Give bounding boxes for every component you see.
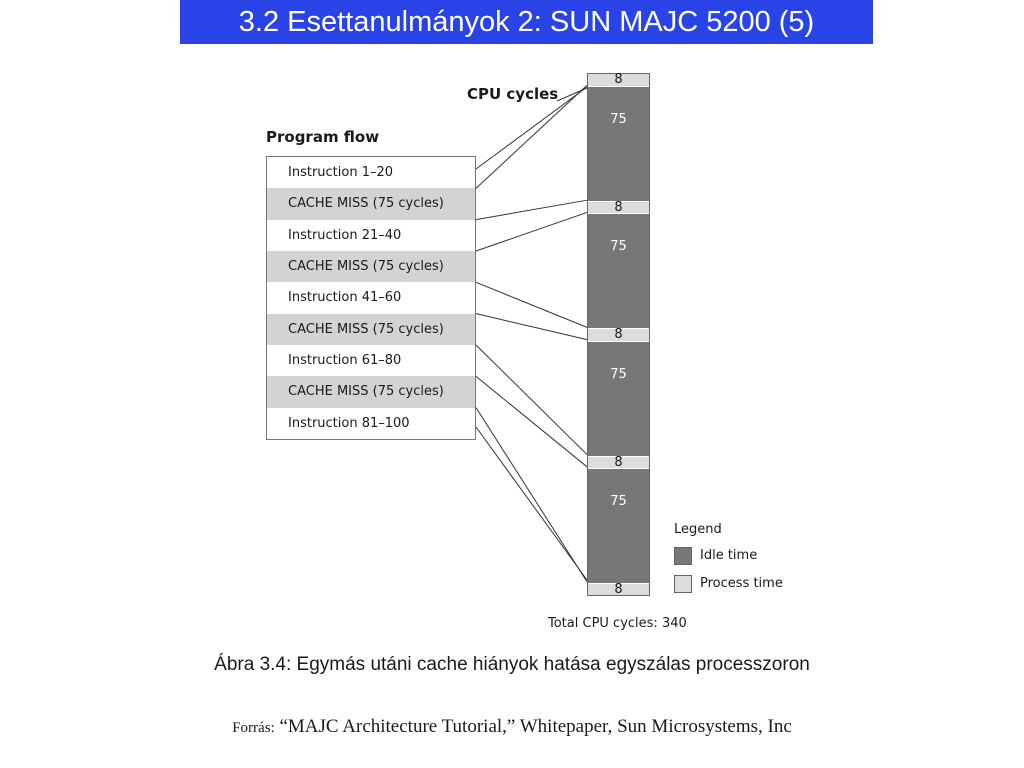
flow-row-instruction: Instruction 61–80 [288,352,402,368]
cpu-segment-process: 8 [588,328,649,341]
connector-line [475,313,588,341]
cpu-segment-idle: 75 [588,86,649,202]
cpu-segment-idle: 75 [588,213,649,329]
flow-row-cache-miss: CACHE MISS (75 cycles) [267,376,475,408]
flow-row-instruction: Instruction 1–20 [288,165,394,180]
cpu-segment-process: 8 [588,455,649,469]
legend-idle-swatch [674,546,692,565]
connector-line [475,407,588,583]
flow-row-instruction: Instruction 41–60 [288,290,402,306]
flow-row-cache-miss: CACHE MISS (75 cycles) [267,313,475,345]
legend-idle: Idle time [674,546,757,566]
legend-process: Process time [674,574,783,594]
source-label: Forrás: [232,720,275,736]
figure-caption: Ábra 3.4: Egymás utáni cache hiányok hat… [214,654,810,675]
legend-process-label: Process time [700,576,783,591]
legend-process-swatch [674,574,692,593]
slide-title: 3.2 Esettanulmányok 2: SUN MAJC 5200 (5) [180,0,873,44]
cpu-label-pointer [556,87,588,102]
connector-line [475,86,588,170]
flow-row-cache-miss: CACHE MISS (75 cycles) [267,250,475,283]
cpu-segment-process: 8 [588,73,649,87]
connector-line [475,281,588,328]
cpu-segment-idle: 75 [588,467,649,583]
legend-title: Legend [674,522,722,537]
connector-line [475,426,588,581]
connector-line [475,199,588,221]
program-flow-label: Program flow [266,128,380,146]
connector-line [475,344,588,455]
total-cpu-cycles: Total CPU cycles: 340 [548,616,687,631]
connector-line [475,84,588,189]
connector-line [475,211,588,252]
cpu-segment-process: 8 [588,583,649,596]
connector-line [475,375,588,468]
flow-row-cache-miss: CACHE MISS (75 cycles) [267,188,475,220]
flow-row-instruction: Instruction 21–40 [288,227,402,243]
source-text: “MAJC Architecture Tutorial,” Whitepaper… [279,716,792,737]
cpu-segment-idle: 75 [588,340,649,456]
figure-source: Forrás: “MAJC Architecture Tutorial,” Wh… [0,716,1024,738]
cpu-cycles-label: CPU cycles [467,85,559,103]
flow-row-instruction: Instruction 81–100 [288,415,410,431]
legend-idle-label: Idle time [700,548,758,563]
cpu-segment-process: 8 [588,201,649,214]
